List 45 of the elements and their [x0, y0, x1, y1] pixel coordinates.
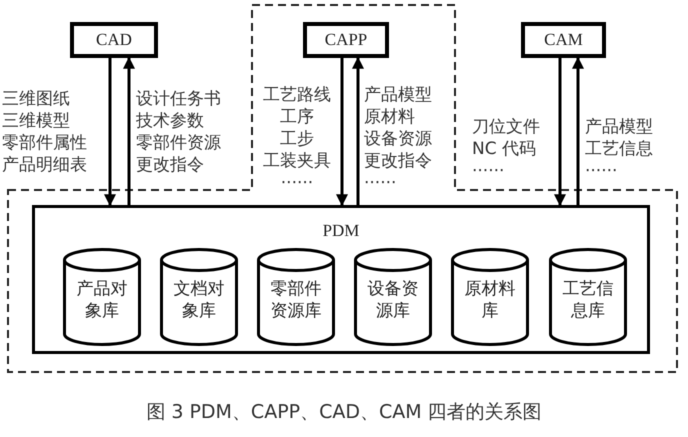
system-box: [521, 22, 606, 58]
flow-item-label: ······: [585, 160, 618, 182]
flow-item-label: 工步: [279, 128, 315, 150]
flow-item-label: 产品明细表: [2, 154, 88, 176]
flow-item-label: 零部件资源: [136, 132, 222, 154]
system-container: [32, 205, 650, 354]
arrow: [123, 56, 135, 205]
database-label: 工艺信息库: [562, 278, 614, 322]
flow-item-label: 工艺路线: [262, 84, 332, 106]
flow-item-label: 产品模型: [585, 116, 654, 138]
database-label: 零部件资源库: [270, 278, 322, 322]
figure-caption: 图 3 PDM、CAPP、CAD、CAM 四者的关系图: [145, 400, 543, 425]
arrow: [572, 56, 584, 205]
flow-item-label: 产品模型: [364, 84, 433, 106]
database-label: 文档对象库: [172, 278, 226, 322]
flow-item-label: 原材料: [364, 106, 416, 128]
box-label: CAD: [96, 29, 132, 52]
database-label: 原材料库: [464, 278, 516, 322]
flow-item-label: 设备资源: [364, 128, 433, 150]
arrow: [352, 56, 364, 205]
arrow: [104, 58, 116, 206]
box-label: CAM: [544, 29, 583, 52]
system-box: [303, 22, 389, 58]
system-box: [70, 22, 158, 58]
database-label: 设备资源库: [366, 278, 420, 322]
flow-item-label: 更改指令: [364, 150, 433, 172]
flow-item-label: 刀位文件: [472, 116, 541, 138]
flow-item-label: ······: [364, 172, 398, 194]
flow-item-label: 设计任务书: [136, 88, 222, 110]
database-label: 产品对象库: [76, 278, 128, 322]
flow-item-label: 工装夹具: [262, 150, 332, 172]
flow-item-label: 工序: [279, 106, 315, 128]
flow-item-label: 更改指令: [136, 154, 205, 176]
box-label: CAPP: [324, 29, 368, 52]
flow-item-label: ······: [472, 160, 506, 182]
flow-item-label: 三维图纸: [2, 88, 71, 110]
flow-item-label: 三维模型: [2, 110, 71, 132]
flow-item-label: 工艺信息: [585, 138, 654, 160]
arrow: [336, 58, 348, 206]
container-heading: PDM: [322, 220, 360, 242]
flow-item-label: NC 代码: [472, 138, 537, 160]
flow-item-label: 零部件属性: [2, 132, 88, 154]
flow-item-label: 技术参数: [136, 110, 205, 132]
arrow: [554, 58, 566, 206]
flow-item-label: ······: [280, 172, 314, 194]
